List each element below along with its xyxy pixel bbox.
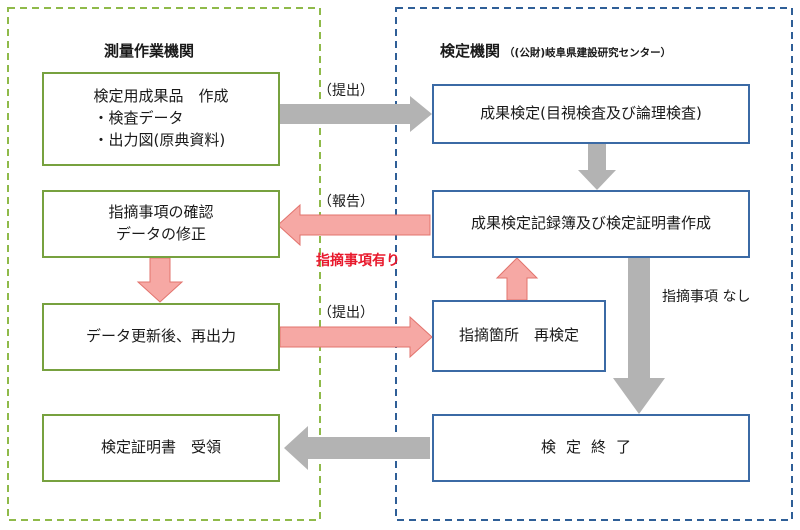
arrow-resubmit — [279, 315, 433, 359]
results-inspection-label: 成果検定(目視検査及び論理検査) — [480, 104, 702, 123]
create-results-line1: 検定用成果品 作成 — [93, 87, 229, 106]
create-results-line2: ・検査データ — [93, 109, 184, 128]
submit-label-top: （提出） — [318, 83, 374, 99]
reinspect-label: 指摘箇所 再検定 — [458, 326, 579, 345]
report-label: （報告） — [318, 194, 374, 210]
no-issues-label: 指摘事項 なし — [662, 289, 751, 305]
inspection-complete-box: 検定終了 — [432, 414, 750, 482]
results-inspection-box: 成果検定(目視検査及び論理検査) — [432, 84, 750, 144]
arrow-submit-results — [280, 96, 432, 132]
arrow-reinspect-to-record — [495, 257, 539, 301]
arrow-issue-certificate — [284, 426, 430, 470]
survey-area-frame — [7, 7, 321, 521]
issues-found-label: 指摘事項有り — [316, 253, 400, 269]
update-output-label: データ更新後、再出力 — [85, 327, 236, 346]
confirm-issues-box: 指摘事項の確認 データの修正 — [42, 190, 280, 258]
inspection-agency-title: 検定機関（(公財)岐阜県建設研究センター） — [440, 42, 672, 60]
submit-label-bottom: （提出） — [318, 305, 374, 321]
receive-certificate-label: 検定証明書 受領 — [100, 438, 221, 457]
inspection-area-frame — [395, 7, 793, 521]
confirm-issues-line2: データの修正 — [115, 225, 206, 243]
inspection-complete-label: 検定終了 — [540, 438, 641, 457]
reinspect-box: 指摘箇所 再検定 — [432, 300, 606, 372]
record-certificate-label: 成果検定記録簿及び検定証明書作成 — [470, 214, 711, 233]
arrow-report — [277, 203, 431, 247]
create-results-line3: ・出力図(原典資料) — [93, 130, 226, 149]
arrow-confirm-to-update — [136, 257, 184, 303]
inspection-agency-subtitle: （(公財)岐阜県建設研究センター） — [504, 47, 672, 59]
arrow-inspect-to-record — [578, 144, 616, 190]
update-output-box: データ更新後、再出力 — [42, 303, 280, 371]
survey-agency-title: 測量作業機関 — [104, 42, 195, 60]
arrow-no-issues — [613, 258, 665, 414]
record-certificate-box: 成果検定記録簿及び検定証明書作成 — [432, 190, 750, 258]
receive-certificate-box: 検定証明書 受領 — [42, 414, 280, 482]
create-results-box: 検定用成果品 作成 ・検査データ ・出力図(原典資料) — [42, 72, 280, 166]
confirm-issues-line1: 指摘事項の確認 — [108, 203, 214, 222]
